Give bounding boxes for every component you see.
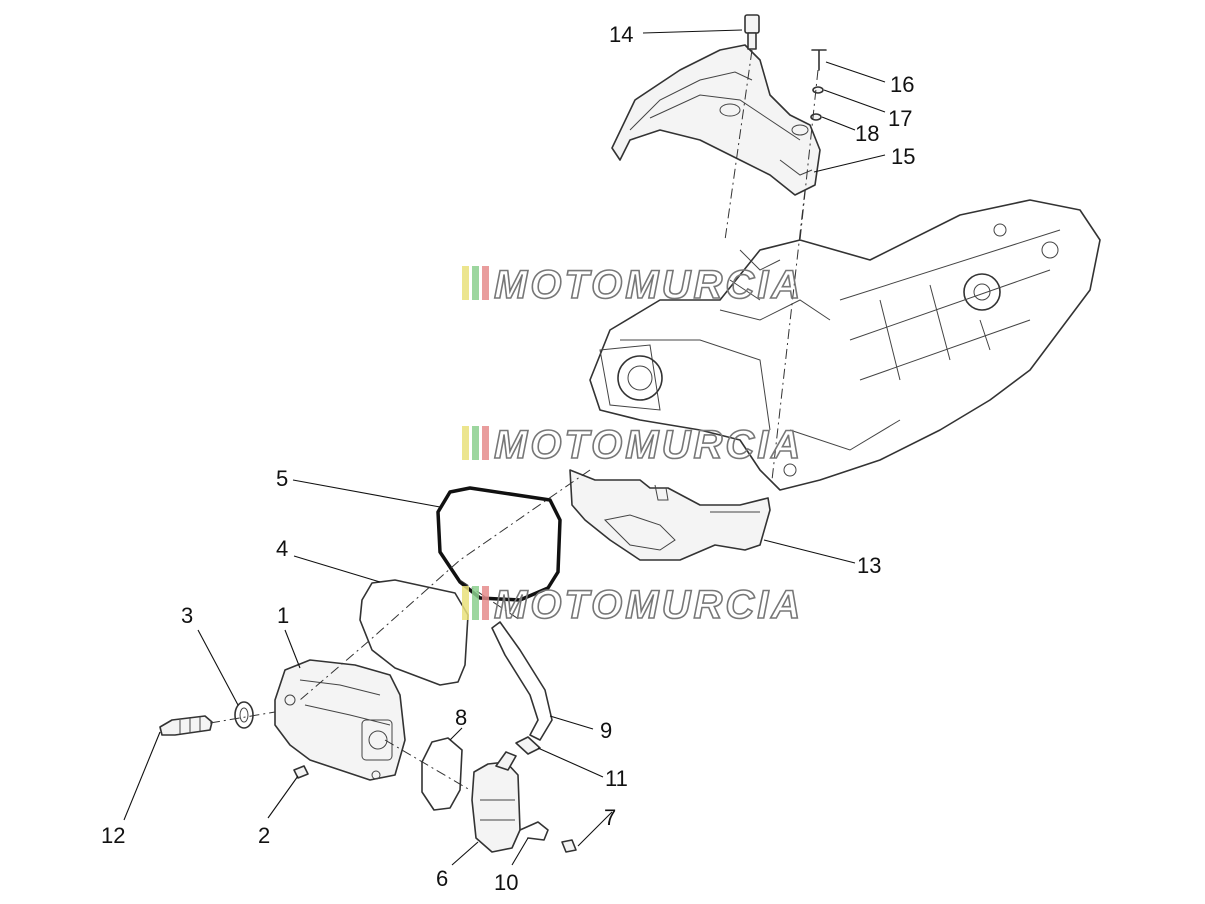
part-7-screw (561, 839, 577, 853)
watermark-stripe (462, 266, 469, 300)
callout-16: 16 (890, 72, 914, 97)
watermark-bottom: MOTOMURCIA (462, 582, 803, 628)
watermark-stripe (472, 586, 479, 620)
watermark-text: MOTOMURCIA (494, 423, 803, 467)
part-4-gasket (359, 579, 469, 686)
part-12-spark-plug (159, 715, 213, 736)
part-6-oil-separator (471, 751, 521, 853)
watermark-text: MOTOMURCIA (494, 263, 803, 307)
callout-7: 7 (604, 805, 616, 830)
callout-4: 4 (276, 536, 288, 561)
callout-13: 13 (857, 553, 881, 578)
callout-15: 15 (891, 144, 915, 169)
callout-1: 1 (277, 603, 289, 628)
callout-5: 5 (276, 466, 288, 491)
part-13-bracket (569, 469, 771, 561)
leader-lines (123, 29, 886, 866)
part-2-bolt (293, 765, 309, 779)
watermark-text: MOTOMURCIA (494, 583, 803, 627)
watermark-stripe (472, 266, 479, 300)
watermark-top: MOTOMURCIA (462, 262, 803, 308)
part-3-seal-ring (234, 701, 254, 729)
callout-10: 10 (494, 870, 518, 895)
watermark-stripe (482, 586, 489, 620)
callout-14: 14 (609, 22, 633, 47)
part-16-screw (811, 49, 827, 71)
callout-18: 18 (855, 121, 879, 146)
watermark-middle: MOTOMURCIA (462, 422, 803, 468)
callout-3: 3 (181, 603, 193, 628)
callout-8: 8 (455, 705, 467, 730)
callout-6: 6 (436, 866, 448, 891)
watermark-stripe (482, 266, 489, 300)
part-11-clamp (515, 736, 541, 755)
watermark-stripe (472, 426, 479, 460)
callout-9: 9 (600, 718, 612, 743)
watermark-stripe (462, 586, 469, 620)
part-14-sensor (744, 14, 760, 50)
part-10-clip (519, 821, 549, 841)
callout-17: 17 (888, 106, 912, 131)
callout-11: 11 (605, 766, 628, 791)
assembly-axes (209, 49, 819, 791)
watermark-stripe (462, 426, 469, 460)
callout-labels: 14 16 17 18 15 5 4 13 3 1 8 9 11 7 12 2 … (101, 22, 915, 895)
part-1-head-cover (274, 659, 406, 781)
watermark-stripe (482, 426, 489, 460)
part-17-washer (812, 86, 824, 94)
callout-2: 2 (258, 823, 270, 848)
part-15-cylinder-head-shroud (611, 44, 821, 196)
callout-12: 12 (101, 823, 125, 848)
part-8-gasket (421, 737, 463, 811)
part-9-hose (491, 621, 553, 741)
engine-crankcase (589, 199, 1101, 491)
part-5-gasket (436, 486, 562, 602)
